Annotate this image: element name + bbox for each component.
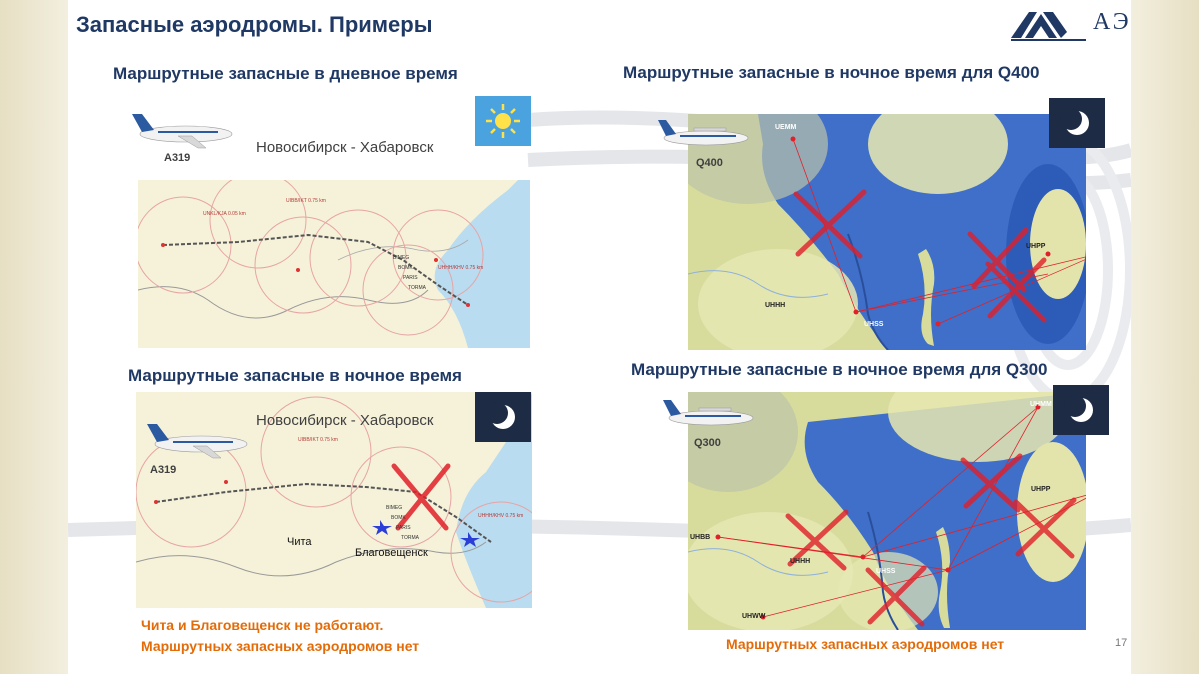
airport-label-q300-uhhh: UHHH: [790, 558, 811, 565]
slide: Запасные аэродромы. Примеры АЭВТ Маршрут…: [68, 0, 1131, 674]
aircraft-label-q300: Q300: [694, 437, 721, 449]
map-day-label-1: UNKL/KJA 0.05 km: [203, 211, 246, 217]
map-night-waypoint-3: PARIS: [396, 525, 411, 531]
slide-frame-right: [1131, 0, 1199, 674]
airport-label-q400-uemm: UEMM: [775, 124, 797, 131]
aircraft-label-night: A319: [150, 464, 177, 476]
airport-label-q300-uhww: UHWW: [742, 613, 766, 620]
aircraft-label-q400: Q400: [696, 157, 723, 169]
note-left-line1: Чита и Благовещенск не работают.: [141, 617, 384, 633]
airport-label-q300-uhpp: UHPP: [1031, 486, 1051, 493]
aircraft-q400-icon: [658, 120, 749, 146]
map-day-label-3: UHHH/KHV 0.75 km: [438, 265, 484, 271]
sun-icon: [486, 104, 520, 138]
slide-frame-left: [0, 0, 68, 674]
moon-icon: [486, 402, 515, 429]
sun-icon-box: [475, 96, 531, 146]
map-night-waypoint-2: BOMK: [391, 515, 406, 521]
map-night: [136, 392, 532, 608]
route-title-day: Новосибирск - Хабаровск: [256, 139, 434, 156]
aircraft-label-day: A319: [164, 152, 191, 164]
route-title-night: Новосибирск - Хабаровск: [256, 412, 434, 429]
aevt-logo: [1011, 12, 1086, 41]
city-label-chita: Чита: [287, 536, 312, 548]
map-day: [138, 180, 530, 348]
moon-icon: [1060, 108, 1089, 135]
logo-text: АЭВТ: [1093, 9, 1131, 35]
map-night-label-2: UHHH/KHV 0.75 km: [478, 513, 524, 519]
map-night-waypoint-1: BIMEG: [386, 505, 403, 511]
map-q400: [688, 114, 1086, 350]
map-day-waypoint-3: PARIS: [403, 275, 418, 281]
moon-icon-box-q300: [1053, 385, 1109, 435]
map-day-waypoint-2: BOMK: [398, 265, 413, 271]
panel-heading-q400: Маршрутные запасные в ночное время для Q…: [623, 63, 1040, 82]
moon-icon-box-night: [475, 392, 531, 442]
airport-label-q300-uhbb: UHBB: [690, 534, 711, 541]
note-left-line2: Маршрутных запасных аэродромов нет: [141, 638, 420, 654]
map-q300: [688, 392, 1086, 630]
city-label-blagoveshchensk: Благовещенск: [355, 547, 428, 559]
aircraft-a319-day-icon: [132, 114, 233, 149]
map-day-waypoint-4: TORMA: [408, 285, 426, 291]
airport-label-q400-uhhh: UHHH: [765, 302, 786, 309]
airport-label-q400-uhss: UHSS: [864, 321, 884, 328]
panel-heading-day: Маршрутные запасные в дневное время: [113, 64, 458, 83]
aircraft-a319-night-icon: [147, 424, 248, 459]
panel-heading-night: Маршрутные запасные в ночное время: [128, 366, 462, 385]
slide-title: Запасные аэродромы. Примеры: [76, 12, 433, 37]
airport-label-q400-uhpp: UHPP: [1026, 243, 1046, 250]
panel-heading-q300: Маршрутные запасные в ночное время для Q…: [631, 360, 1048, 379]
airport-label-q300-uhss: UHSS: [876, 568, 896, 575]
moon-icon: [1064, 395, 1093, 422]
map-night-waypoint-4: TORMA: [401, 535, 419, 541]
moon-icon-box-q400: [1049, 98, 1105, 148]
map-day-label-2: UIBB/IKT 0.75 km: [286, 198, 326, 204]
page-number: 17: [1115, 637, 1128, 649]
note-right: Маршрутных запасных аэродромов нет: [726, 636, 1005, 652]
map-night-label-1: UIBB/IKT 0.75 km: [298, 437, 338, 443]
airport-label-q300-uhmm: UHMM: [1030, 401, 1052, 408]
aircraft-q300-icon: [663, 400, 754, 426]
map-day-waypoint-1: BIMEG: [393, 255, 410, 261]
